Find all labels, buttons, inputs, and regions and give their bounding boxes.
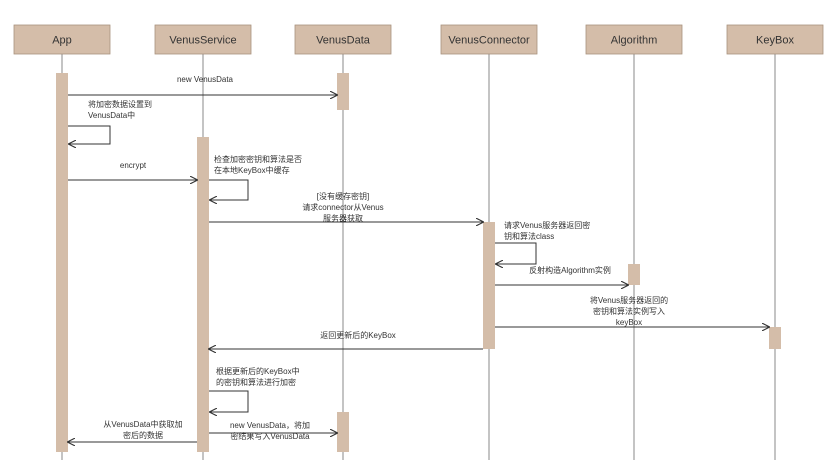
- message-m5-label: 请求connector从Venus: [302, 202, 383, 212]
- message-m4-label: 检查加密密钥和算法是否: [214, 154, 302, 164]
- activation-data-1: [337, 73, 349, 110]
- activation-app-0: [56, 73, 68, 452]
- activation-data-6: [337, 412, 349, 452]
- message-m12-label: 密后的数据: [123, 430, 163, 440]
- lifeline-service-label: VenusService: [169, 35, 236, 47]
- lifeline-service-head: VenusService: [154, 24, 252, 55]
- message-m6-arrow: [495, 242, 537, 264]
- lifeline-connector-label: VenusConnector: [448, 35, 530, 47]
- lifeline-app-head: App: [13, 24, 111, 55]
- message-m2-label: 将加密数据设置到: [88, 99, 152, 109]
- message-m5-label: 服务器获取: [323, 213, 363, 223]
- message-m5-label: [没有缓存密钥]: [317, 191, 369, 201]
- lifeline-algorithm-head: Algorithm: [585, 24, 683, 55]
- message-m3-label: encrypt: [120, 161, 147, 170]
- message-m12-label: 从VenusData中获取加: [103, 419, 182, 429]
- activation-connector-3: [483, 222, 495, 349]
- message-m9-label: 返回更新后的KeyBox: [320, 330, 396, 340]
- lifeline-app-label: App: [52, 35, 72, 47]
- message-m8-label: 将Venus服务器返回的: [590, 295, 668, 305]
- activation-algorithm-4: [628, 264, 640, 285]
- message-m10-arrow: [209, 390, 249, 412]
- message-m2-label: VenusData中: [88, 110, 135, 120]
- message-m6-label: 请求Venus服务器返回密: [504, 220, 590, 230]
- message-m7-label: 反射构造Algorithm实例: [529, 265, 611, 275]
- lifeline-data-head: VenusData: [294, 24, 392, 55]
- lifeline-algorithm-label: Algorithm: [611, 35, 657, 47]
- message-m10-label: 根据更新后的KeyBox中: [216, 366, 300, 376]
- message-m4-arrow: [209, 179, 249, 200]
- message-m3: encrypt: [68, 161, 197, 180]
- lifeline-keybox-head: KeyBox: [726, 24, 824, 55]
- lifeline-keybox-label: KeyBox: [756, 35, 794, 47]
- message-m1-label: new VenusData: [177, 75, 234, 84]
- activation-service-2: [197, 137, 209, 452]
- message-m1: new VenusData: [68, 75, 337, 95]
- message-m8-label: keyBox: [616, 318, 642, 327]
- message-m9: 返回更新后的KeyBox: [209, 330, 483, 349]
- lifeline-data-label: VenusData: [316, 35, 371, 47]
- message-m10-label: 的密钥和算法进行加密: [216, 377, 296, 387]
- message-m8-label: 密钥和算法实例写入: [593, 306, 665, 316]
- message-m7: 反射构造Algorithm实例: [495, 265, 628, 285]
- message-m2-arrow: [68, 125, 111, 144]
- message-m6-label: 钥和算法class: [504, 231, 554, 241]
- message-m11-label: 密结果写入VenusData: [230, 431, 310, 441]
- message-m11-label: new VenusData，将加: [230, 420, 310, 430]
- activation-keybox-5: [769, 327, 781, 349]
- message-m4-label: 在本地KeyBox中缓存: [214, 165, 290, 175]
- lifeline-connector-head: VenusConnector: [440, 24, 538, 55]
